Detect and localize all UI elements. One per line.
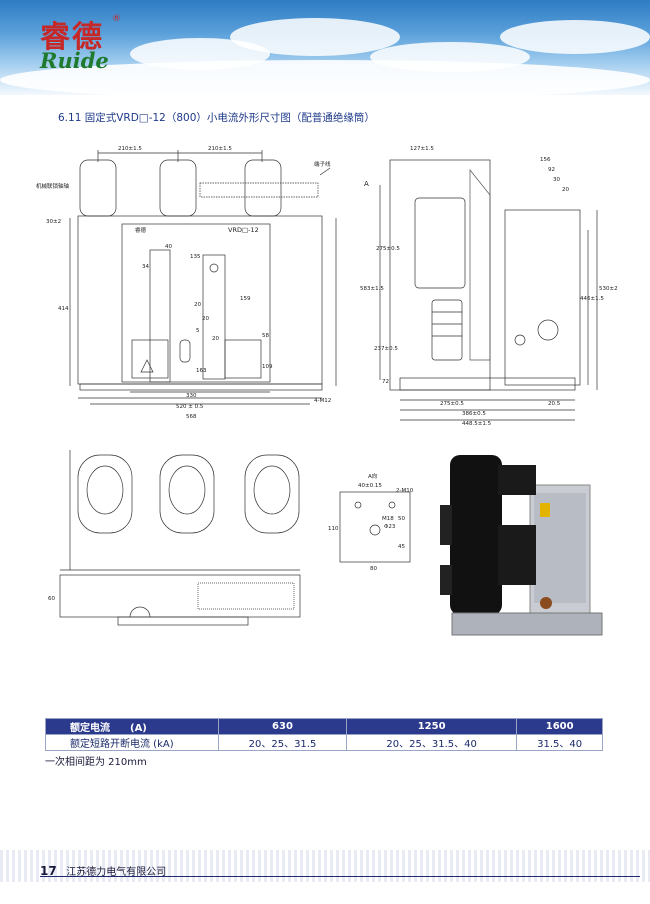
row-cell-630: 20、25、31.5 bbox=[218, 734, 347, 751]
registered-mark: ® bbox=[112, 14, 121, 24]
side-dim-92: 92 bbox=[548, 167, 555, 173]
company-name: 江苏德力电气有限公司 bbox=[66, 867, 167, 878]
dim-inner-5: 5 bbox=[196, 328, 200, 334]
bolt-spec: 4-M12 bbox=[314, 398, 331, 404]
side-dim-275b: 275±0.5 bbox=[440, 401, 464, 407]
dim-414: 414 bbox=[58, 306, 69, 312]
side-dim-20-5: 20.5 bbox=[548, 401, 561, 407]
footer: 17 江苏德力电气有限公司 bbox=[40, 863, 166, 878]
side-dim-275: 275±0.5 bbox=[376, 246, 400, 252]
side-dim-386: 386±0.5 bbox=[462, 411, 486, 417]
detail-dim-40: 40±0.15 bbox=[358, 483, 382, 489]
callout-interlock: 机械联锁轴轴 bbox=[36, 182, 70, 190]
side-dim-530: 530±2 bbox=[599, 286, 618, 292]
dim-330: 330 bbox=[186, 393, 197, 399]
dim-30: 30±2 bbox=[46, 219, 61, 225]
spec-table: 额定电流 (A) 630 1250 1600 额定短路开断电流 (kA) 20、… bbox=[45, 718, 603, 751]
detail-dim-45: 45 bbox=[398, 544, 405, 550]
bottom-dim-60: 60 bbox=[48, 596, 55, 602]
dim-inner-135: 135 bbox=[190, 254, 201, 260]
product-photo bbox=[440, 455, 603, 636]
dim-inner-20a: 20 bbox=[194, 302, 201, 308]
detail-label: A向 bbox=[368, 472, 377, 480]
footer-rule bbox=[40, 876, 640, 877]
dim-top-1: 210±1.5 bbox=[118, 146, 142, 152]
side-dim-583: 583±1.5 bbox=[360, 286, 384, 292]
pole-top-view bbox=[59, 450, 301, 626]
side-dim-20: 20 bbox=[562, 187, 569, 193]
dim-inner-58: 58 bbox=[262, 333, 269, 339]
dim-inner-163: 163 bbox=[196, 368, 207, 374]
detail-dim-50: 50 bbox=[398, 516, 405, 522]
side-dim-448: 448.5±1.5 bbox=[462, 421, 492, 427]
dim-inner-109: 109 bbox=[262, 364, 273, 370]
dim-inner-20c: 20 bbox=[212, 336, 219, 342]
brand-logo-cn: 睿德 bbox=[40, 20, 104, 55]
technical-drawings: 210±1.5 210±1.5 机械联锁轴轴 端子线 30±2 414 睿德 V… bbox=[36, 146, 618, 626]
panel-label: VRD□-12 bbox=[228, 226, 259, 234]
page-number: 17 bbox=[40, 864, 57, 878]
row-breaking-current-label: 额定短路开断电流 (kA) bbox=[45, 734, 219, 751]
header-630: 630 bbox=[218, 718, 347, 735]
dim-568: 568 bbox=[186, 414, 197, 420]
dim-inner-40: 40 bbox=[165, 244, 172, 250]
phase-spacing-note: 一次相间距为 210mm bbox=[45, 757, 147, 768]
side-view bbox=[379, 159, 598, 421]
section-mark-a: A bbox=[364, 180, 369, 188]
side-dim-72: 72 bbox=[382, 379, 389, 385]
header-1600: 1600 bbox=[516, 718, 603, 735]
dim-inner-34: 34 bbox=[142, 264, 149, 270]
panel-logo: 睿德 bbox=[135, 226, 147, 234]
detail-a-view bbox=[339, 491, 411, 563]
dim-top-2: 210±1.5 bbox=[208, 146, 232, 152]
header-1250: 1250 bbox=[345, 718, 518, 735]
detail-dim-80: 80 bbox=[370, 566, 377, 572]
row-cell-1250: 20、25、31.5、40 bbox=[345, 734, 518, 751]
dim-inner-20b: 20 bbox=[202, 316, 209, 322]
detail-dim-phi: Φ23 bbox=[384, 524, 396, 530]
brand-logo-en: Ruide bbox=[40, 48, 109, 73]
side-dim-127: 127±1.5 bbox=[410, 146, 434, 152]
table-row: 额定短路开断电流 (kA) 20、25、31.5 20、25、31.5、40 3… bbox=[45, 734, 603, 751]
header-rated-current: 额定电流 (A) bbox=[45, 718, 219, 735]
dim-inner-159: 159 bbox=[240, 296, 251, 302]
detail-dim-m18: M18 bbox=[382, 516, 394, 522]
side-dim-446: 446±1.5 bbox=[580, 296, 604, 302]
front-view bbox=[69, 150, 337, 405]
side-dim-30: 30 bbox=[553, 177, 560, 183]
dim-520: 520 ± 0.5 bbox=[176, 404, 204, 410]
page-title: 6.11 固定式VRD□-12（800）小电流外形尺寸图（配普通绝缘筒） bbox=[58, 112, 375, 124]
detail-dim-m10: 2-M10 bbox=[396, 488, 414, 494]
row-cell-1600: 31.5、40 bbox=[516, 734, 603, 751]
spec-header-row: 额定电流 (A) 630 1250 1600 bbox=[45, 718, 603, 735]
side-dim-237: 237±0.5 bbox=[374, 346, 398, 352]
detail-dim-110: 110 bbox=[328, 526, 339, 532]
header-banner: 睿德 ® Ruide bbox=[0, 0, 650, 95]
callout-terminal: 端子线 bbox=[314, 160, 331, 168]
side-dim-156: 156 bbox=[540, 157, 551, 163]
